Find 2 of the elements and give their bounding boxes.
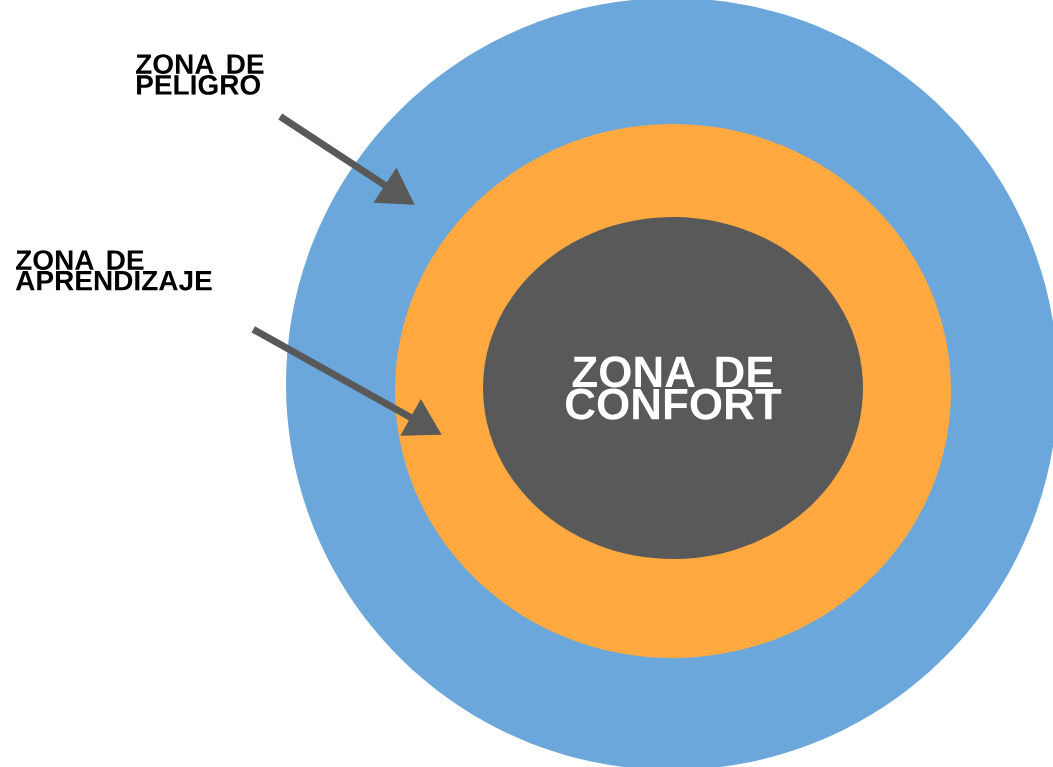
- zone-label: ZONA DE PELIGRO: [136, 54, 264, 95]
- zone-label: ZONA DE APRENDIZAJE: [15, 250, 212, 291]
